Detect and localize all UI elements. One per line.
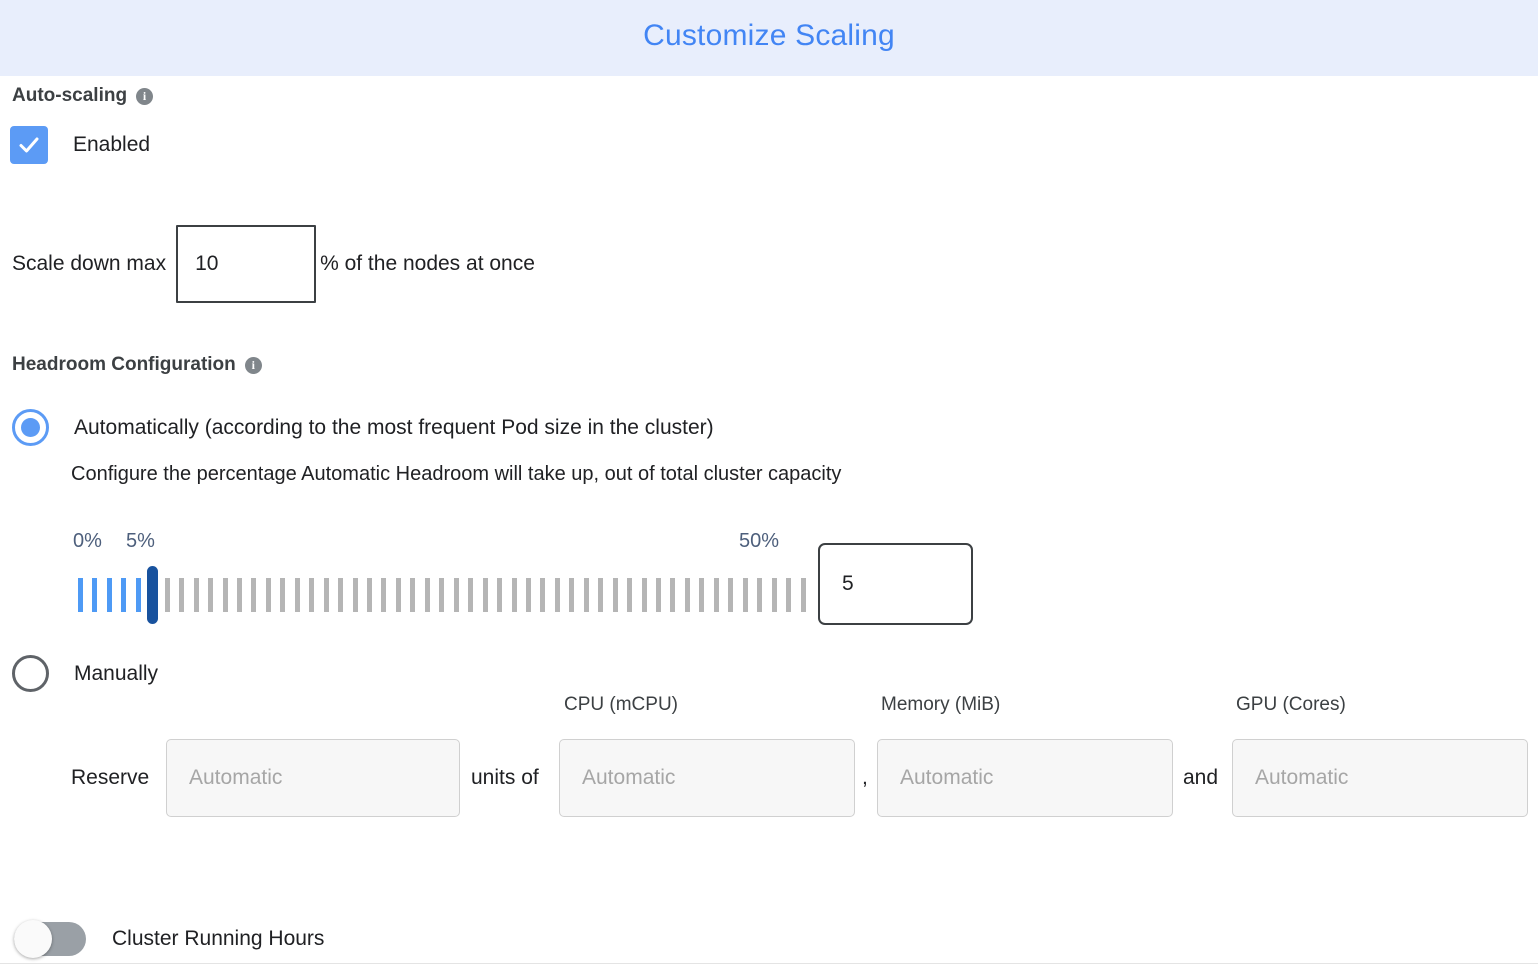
slider-tick	[338, 578, 344, 612]
radio-automatically[interactable]	[12, 409, 49, 446]
slider-tick	[670, 578, 676, 612]
column-header-memory: Memory (MiB)	[881, 694, 1001, 715]
slider-tick	[656, 578, 661, 612]
slider-labels: 0% 5% 50%	[70, 530, 810, 560]
headroom-option-manually[interactable]: Manually	[12, 655, 158, 692]
headroom-configuration-section-label: Headroom Configuration i	[12, 354, 262, 376]
connector-and: and	[1183, 766, 1219, 789]
cluster-running-hours-row[interactable]: Cluster Running Hours	[14, 920, 325, 958]
slider-tick	[309, 578, 315, 612]
slider-tick	[410, 578, 416, 612]
slider-tick	[699, 578, 705, 612]
scale-down-max-suffix: % of the nodes at once	[320, 252, 535, 275]
bottom-divider	[0, 963, 1538, 964]
slider-tick	[92, 578, 98, 612]
slider-tick	[468, 578, 474, 612]
enabled-checkbox[interactable]	[10, 126, 48, 164]
slider-tick	[482, 578, 488, 612]
connector-units-of: units of	[471, 766, 539, 789]
cluster-running-hours-toggle[interactable]	[14, 920, 86, 958]
reserve-label: Reserve	[71, 766, 150, 789]
reserve-units-input[interactable]	[166, 739, 460, 817]
slider-tick	[323, 578, 329, 612]
cluster-running-hours-label: Cluster Running Hours	[112, 927, 325, 950]
auto-scaling-label-text: Auto-scaling	[12, 85, 128, 106]
slider-tick	[367, 578, 372, 612]
auto-scaling-section-label: Auto-scaling i	[12, 85, 154, 107]
headroom-percentage-slider[interactable]: 0% 5% 50%	[70, 530, 810, 626]
reserve-memory-input[interactable]	[877, 739, 1173, 817]
slider-tick	[757, 578, 763, 612]
slider-tick	[540, 578, 546, 612]
slider-tick	[121, 578, 127, 612]
slider-tick	[598, 578, 604, 612]
headroom-percentage-input[interactable]	[818, 543, 973, 625]
slider-tick	[78, 578, 83, 612]
auto-scaling-enabled-row[interactable]: Enabled	[10, 126, 150, 164]
slider-tick	[251, 578, 257, 612]
slider-tick	[771, 578, 777, 612]
slider-tick	[179, 578, 185, 612]
connector-comma: ,	[862, 766, 868, 789]
enabled-checkbox-label: Enabled	[73, 133, 151, 156]
column-header-cpu: CPU (mCPU)	[564, 694, 678, 715]
slider-tick	[497, 578, 503, 612]
slider-tick	[106, 578, 112, 612]
slider-tick	[294, 578, 300, 612]
slider-min-label: 0%	[73, 530, 102, 552]
slider-tick	[742, 578, 748, 612]
slider-tick	[236, 578, 242, 612]
column-header-gpu: GPU (Cores)	[1236, 694, 1346, 715]
slider-tick	[612, 578, 618, 612]
slider-tick	[525, 578, 531, 612]
slider-tick	[583, 578, 589, 612]
slider-tick	[193, 578, 199, 612]
slider-tick	[280, 578, 286, 612]
scale-down-max-input[interactable]	[176, 225, 317, 303]
panel-header: Customize Scaling	[0, 0, 1538, 76]
radio-manually-label: Manually	[74, 661, 159, 685]
slider-tick	[381, 578, 387, 612]
slider-tick	[569, 578, 575, 612]
slider-thumb[interactable]	[147, 566, 159, 624]
info-icon[interactable]: i	[136, 87, 154, 105]
scale-down-max-label: Scale down max	[12, 252, 167, 275]
scale-down-max-row: Scale down max % of the nodes at once	[12, 225, 535, 303]
slider-tick	[684, 578, 690, 612]
slider-tick	[208, 578, 214, 612]
slider-tick	[453, 578, 459, 612]
slider-tick	[511, 578, 517, 612]
slider-max-label: 50%	[739, 530, 780, 552]
slider-track[interactable]	[70, 566, 810, 626]
slider-tick	[641, 578, 647, 612]
slider-tick	[786, 578, 792, 612]
reserve-cpu-input[interactable]	[559, 739, 855, 817]
page-title: Customize Scaling	[643, 19, 895, 52]
slider-tick	[728, 578, 734, 612]
slider-current-label: 5%	[126, 530, 155, 552]
slider-tick	[222, 578, 228, 612]
slider-tick	[135, 578, 141, 612]
slider-tick	[800, 578, 806, 612]
slider-tick	[424, 578, 430, 612]
radio-manually[interactable]	[12, 655, 49, 692]
headroom-option-automatically[interactable]: Automatically (according to the most fre…	[12, 409, 714, 446]
headroom-label-text: Headroom Configuration	[12, 354, 236, 375]
slider-tick	[265, 578, 271, 612]
slider-tick	[627, 578, 633, 612]
reserve-gpu-input[interactable]	[1232, 739, 1528, 817]
headroom-description: Configure the percentage Automatic Headr…	[71, 463, 842, 485]
slider-tick	[164, 578, 170, 612]
slider-tick	[352, 578, 358, 612]
info-icon[interactable]: i	[244, 356, 262, 374]
radio-automatically-label: Automatically (according to the most fre…	[74, 415, 714, 439]
slider-tick	[713, 578, 719, 612]
slider-tick	[395, 578, 401, 612]
slider-tick	[554, 578, 560, 612]
toggle-knob	[14, 920, 52, 958]
slider-tick	[439, 578, 445, 612]
